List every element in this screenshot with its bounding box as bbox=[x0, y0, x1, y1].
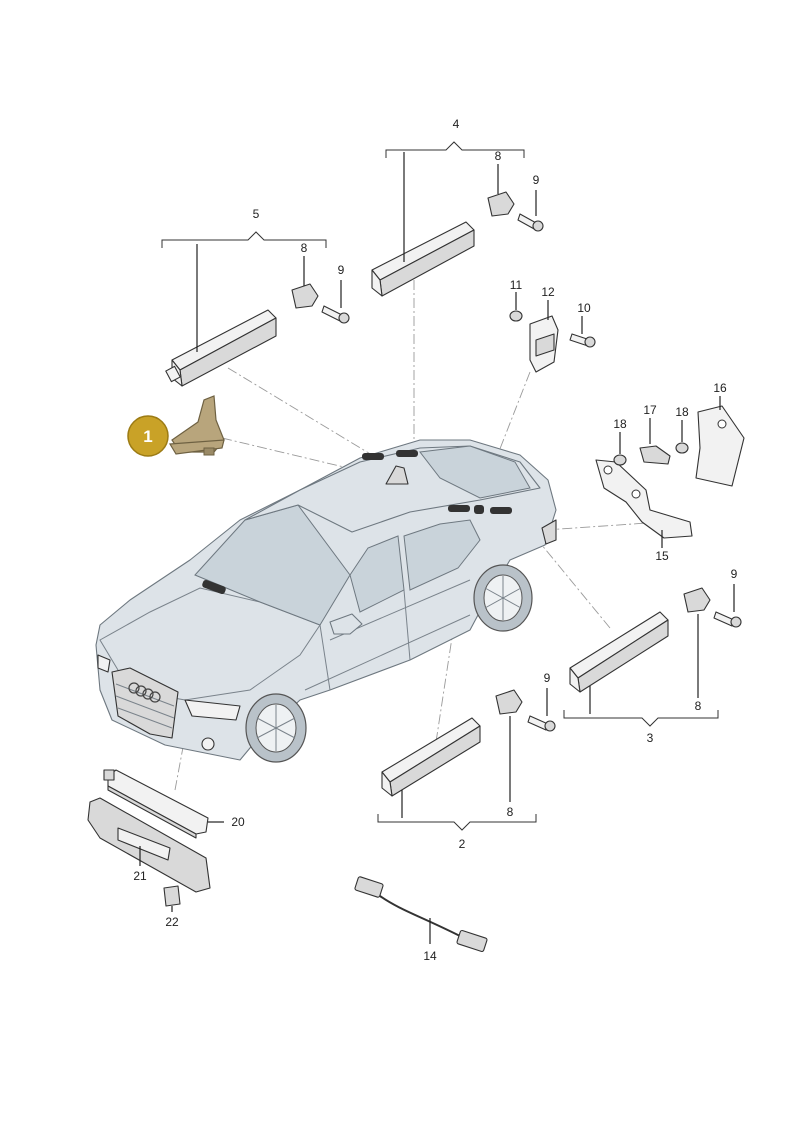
bracket-group-4 bbox=[385, 141, 525, 262]
part-15-mounting-plate[interactable] bbox=[595, 459, 693, 539]
callout-8-top-left: 8 bbox=[301, 241, 308, 255]
callout-20: 20 bbox=[231, 815, 245, 829]
callout-8-right: 8 bbox=[695, 699, 702, 713]
callout-22: 22 bbox=[165, 915, 179, 929]
screw-9-top-left[interactable] bbox=[321, 305, 350, 324]
part-1-roof-antenna[interactable] bbox=[168, 395, 225, 456]
part-16-bracket[interactable] bbox=[695, 405, 745, 487]
callout-8-bottom: 8 bbox=[507, 805, 514, 819]
roof-antenna-icon bbox=[385, 465, 409, 485]
callout-9-top-left: 9 bbox=[338, 263, 345, 277]
clip-8-top-left[interactable] bbox=[291, 283, 319, 309]
part-12-bracket[interactable] bbox=[529, 315, 559, 373]
callout-10: 10 bbox=[577, 301, 591, 315]
bracket-group-5 bbox=[161, 231, 327, 352]
callout-9-right: 9 bbox=[731, 567, 738, 581]
callout-11: 11 bbox=[510, 278, 523, 292]
callout-9-bottom: 9 bbox=[544, 671, 551, 685]
screw-9-bottom[interactable] bbox=[527, 715, 556, 732]
callout-17: 17 bbox=[643, 403, 657, 417]
screw-9-right[interactable] bbox=[713, 611, 742, 628]
front-wheel bbox=[245, 693, 307, 763]
part-22-clip[interactable] bbox=[163, 885, 181, 907]
callout-8-top-right: 8 bbox=[495, 149, 502, 163]
car-illustration bbox=[95, 439, 557, 763]
callout-21: 21 bbox=[133, 869, 147, 883]
callout-3: 3 bbox=[647, 731, 654, 745]
callout-5: 5 bbox=[253, 207, 260, 221]
part-17-clip[interactable] bbox=[639, 445, 671, 465]
callout-4: 4 bbox=[453, 117, 460, 131]
part-14-cable[interactable] bbox=[354, 876, 488, 953]
bracket-group-3 bbox=[563, 686, 719, 727]
antenna-amplifier-4[interactable] bbox=[371, 221, 475, 297]
antenna-amplifier-2[interactable] bbox=[381, 717, 481, 797]
brand-rings bbox=[128, 682, 161, 703]
screw-9-top-right[interactable] bbox=[517, 213, 544, 232]
callout-2: 2 bbox=[459, 837, 466, 851]
part-21-bracket[interactable] bbox=[87, 797, 211, 893]
antenna-amplifier-3[interactable] bbox=[569, 611, 669, 693]
clip-8-bottom[interactable] bbox=[495, 689, 523, 715]
clip-8-right[interactable] bbox=[683, 587, 711, 613]
part-18-nut-left[interactable] bbox=[613, 454, 627, 466]
clip-8-top-right[interactable] bbox=[487, 191, 515, 217]
bracket-group-2 bbox=[377, 790, 537, 831]
part-20-control-module[interactable] bbox=[103, 769, 209, 839]
callout-14: 14 bbox=[423, 949, 437, 963]
rear-wheel bbox=[473, 564, 533, 632]
antenna-amplifier-5[interactable] bbox=[165, 309, 277, 387]
antenna-markers bbox=[202, 450, 512, 595]
callout-9-top-right: 9 bbox=[533, 173, 540, 187]
part-10-screw[interactable] bbox=[569, 333, 596, 348]
part-18-nut-right[interactable] bbox=[675, 442, 689, 454]
item-1-badge[interactable]: 1 bbox=[127, 415, 169, 457]
callout-18-right: 18 bbox=[675, 405, 689, 419]
part-11-nut[interactable] bbox=[509, 310, 523, 322]
badge-label: 1 bbox=[143, 427, 152, 446]
callout-18-left: 18 bbox=[613, 417, 627, 431]
callout-16: 16 bbox=[713, 381, 727, 395]
callout-12: 12 bbox=[541, 285, 555, 299]
callout-15: 15 bbox=[655, 549, 669, 563]
